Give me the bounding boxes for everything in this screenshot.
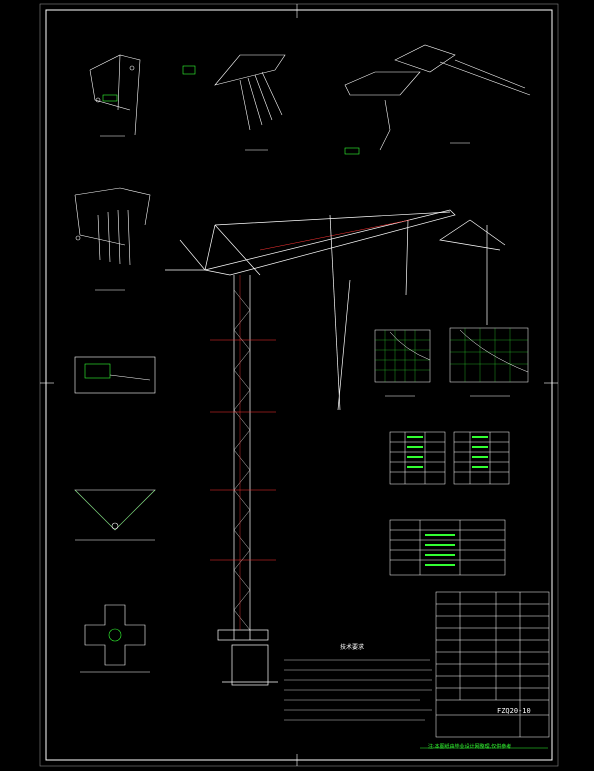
parameter-table-left bbox=[389, 431, 446, 485]
drawing-code: FZQ20-10 bbox=[497, 707, 531, 715]
detail-hook-assembly bbox=[89, 54, 141, 137]
sheet-border bbox=[39, 3, 559, 767]
detail-truss-bracket bbox=[74, 489, 156, 541]
detail-cable-frame bbox=[74, 187, 151, 291]
level-markers bbox=[210, 275, 276, 630]
footer-note: 注:本图纸由毕业设计网整理,仅供参考 bbox=[428, 744, 512, 750]
detail-platform bbox=[344, 44, 531, 155]
performance-table bbox=[389, 519, 506, 576]
parameter-table-right bbox=[453, 431, 510, 485]
detail-sheave-block bbox=[182, 54, 286, 151]
detail-cross-base bbox=[80, 604, 150, 673]
technical-notes-lines bbox=[284, 659, 432, 721]
title-block bbox=[435, 591, 550, 738]
table-green-text-blocks bbox=[407, 436, 488, 566]
notes-title: 技术要求 bbox=[340, 644, 365, 651]
detail-anchor-frame bbox=[74, 356, 156, 394]
load-curve-chart-1 bbox=[374, 329, 431, 397]
load-curve-chart-2 bbox=[449, 327, 529, 397]
